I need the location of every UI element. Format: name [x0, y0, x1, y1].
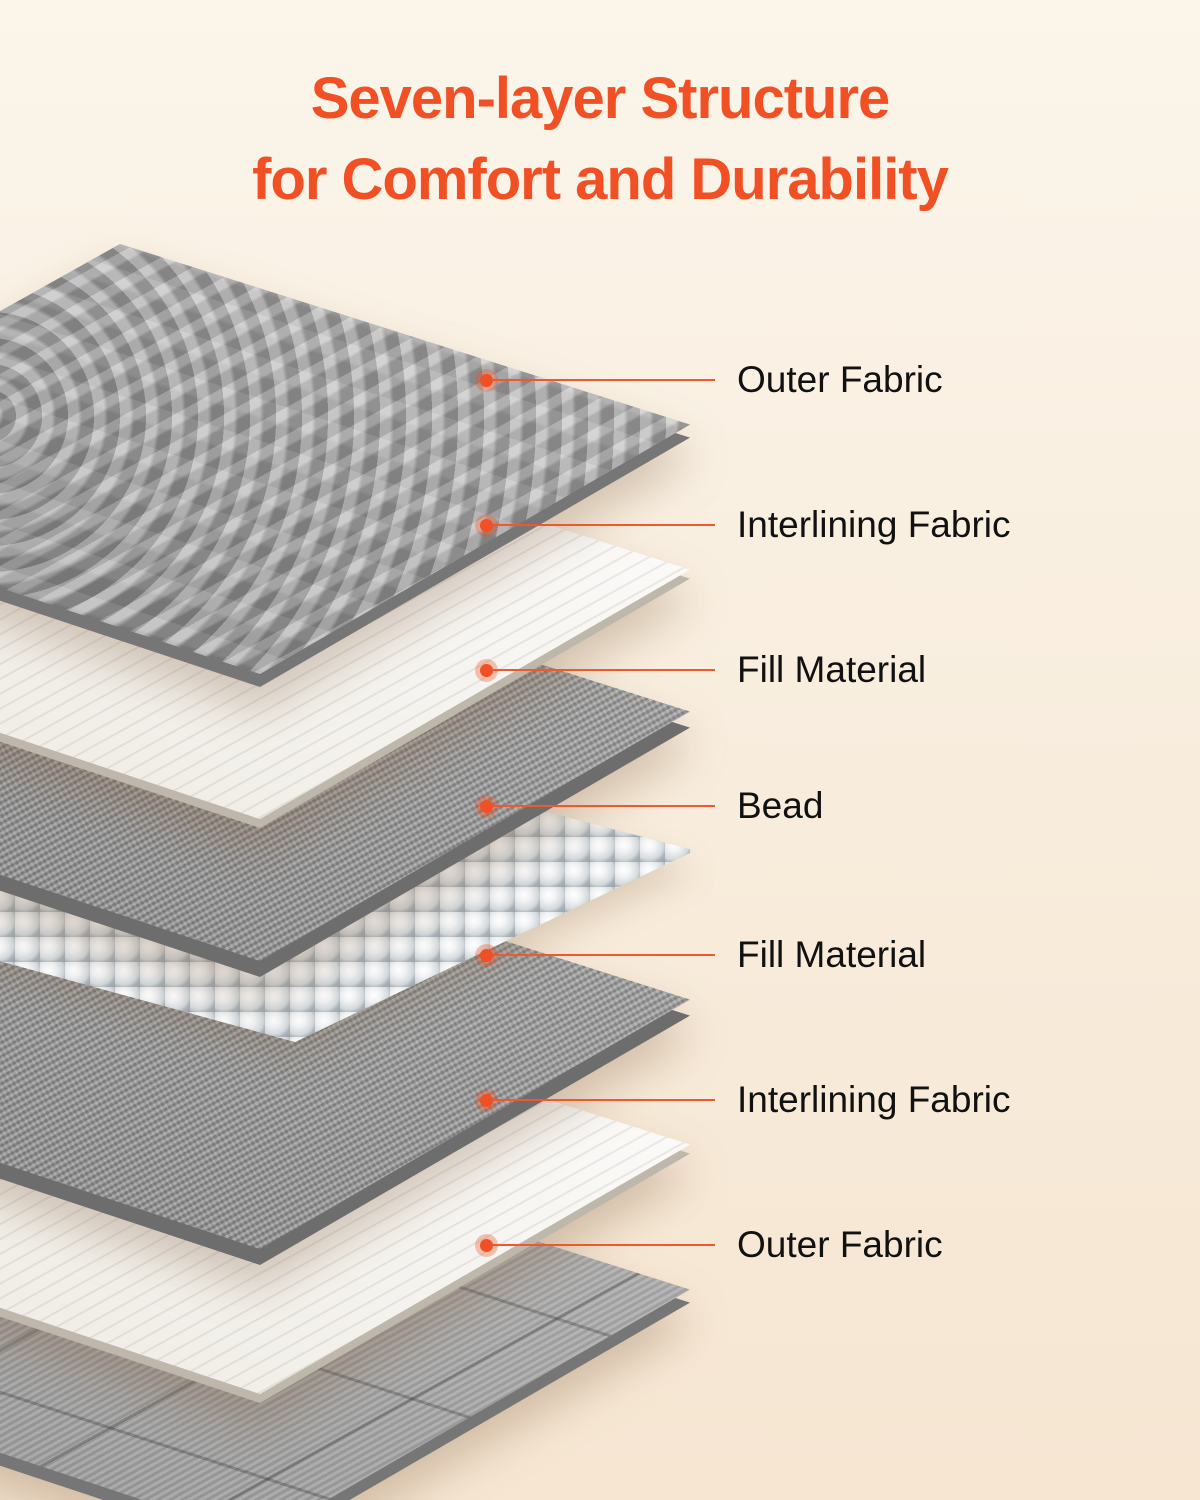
sheet-face-plush	[0, 244, 690, 674]
layer-label: Interlining Fabric	[737, 504, 1011, 545]
title-line-2: for Comfort and Durability	[252, 147, 949, 213]
callout-line	[493, 379, 715, 381]
callout-dot	[480, 1093, 493, 1107]
layer-label: Outer Fabric	[737, 359, 943, 400]
layer-label: Fill Material	[737, 934, 927, 975]
callout-outer-fabric-top: Outer Fabric	[480, 358, 943, 402]
callout-dot	[480, 373, 493, 387]
callout-fill-top: Fill Material	[480, 648, 926, 692]
callout-line	[493, 669, 715, 671]
callout-line	[493, 1244, 715, 1246]
callout-dot	[480, 1238, 493, 1252]
layer-label: Bead	[737, 785, 824, 826]
callout-line	[493, 805, 715, 807]
callout-bead: Bead	[480, 784, 823, 828]
callout-outer-fabric-bottom: Outer Fabric	[480, 1223, 943, 1267]
callout-dot	[480, 799, 493, 813]
callout-line	[493, 1099, 715, 1101]
layer-sheet-outer-fabric-top	[0, 244, 690, 687]
callout-interlining-top: Interlining Fabric	[480, 503, 1011, 547]
title-line-1: Seven-layer Structure	[310, 66, 891, 131]
layer-label: Fill Material	[737, 649, 927, 690]
callout-dot	[480, 948, 493, 962]
callout-interlining-bottom: Interlining Fabric	[480, 1078, 1011, 1122]
callout-line	[493, 524, 715, 526]
callout-dot	[480, 518, 493, 532]
layer-label: Interlining Fabric	[737, 1079, 1011, 1120]
page-title: Seven-layer Structure for Comfort and Du…	[0, 58, 1200, 220]
callout-line	[493, 954, 715, 956]
callout-dot	[480, 663, 493, 677]
layer-label: Outer Fabric	[737, 1224, 943, 1265]
callout-fill-bottom: Fill Material	[480, 933, 926, 977]
